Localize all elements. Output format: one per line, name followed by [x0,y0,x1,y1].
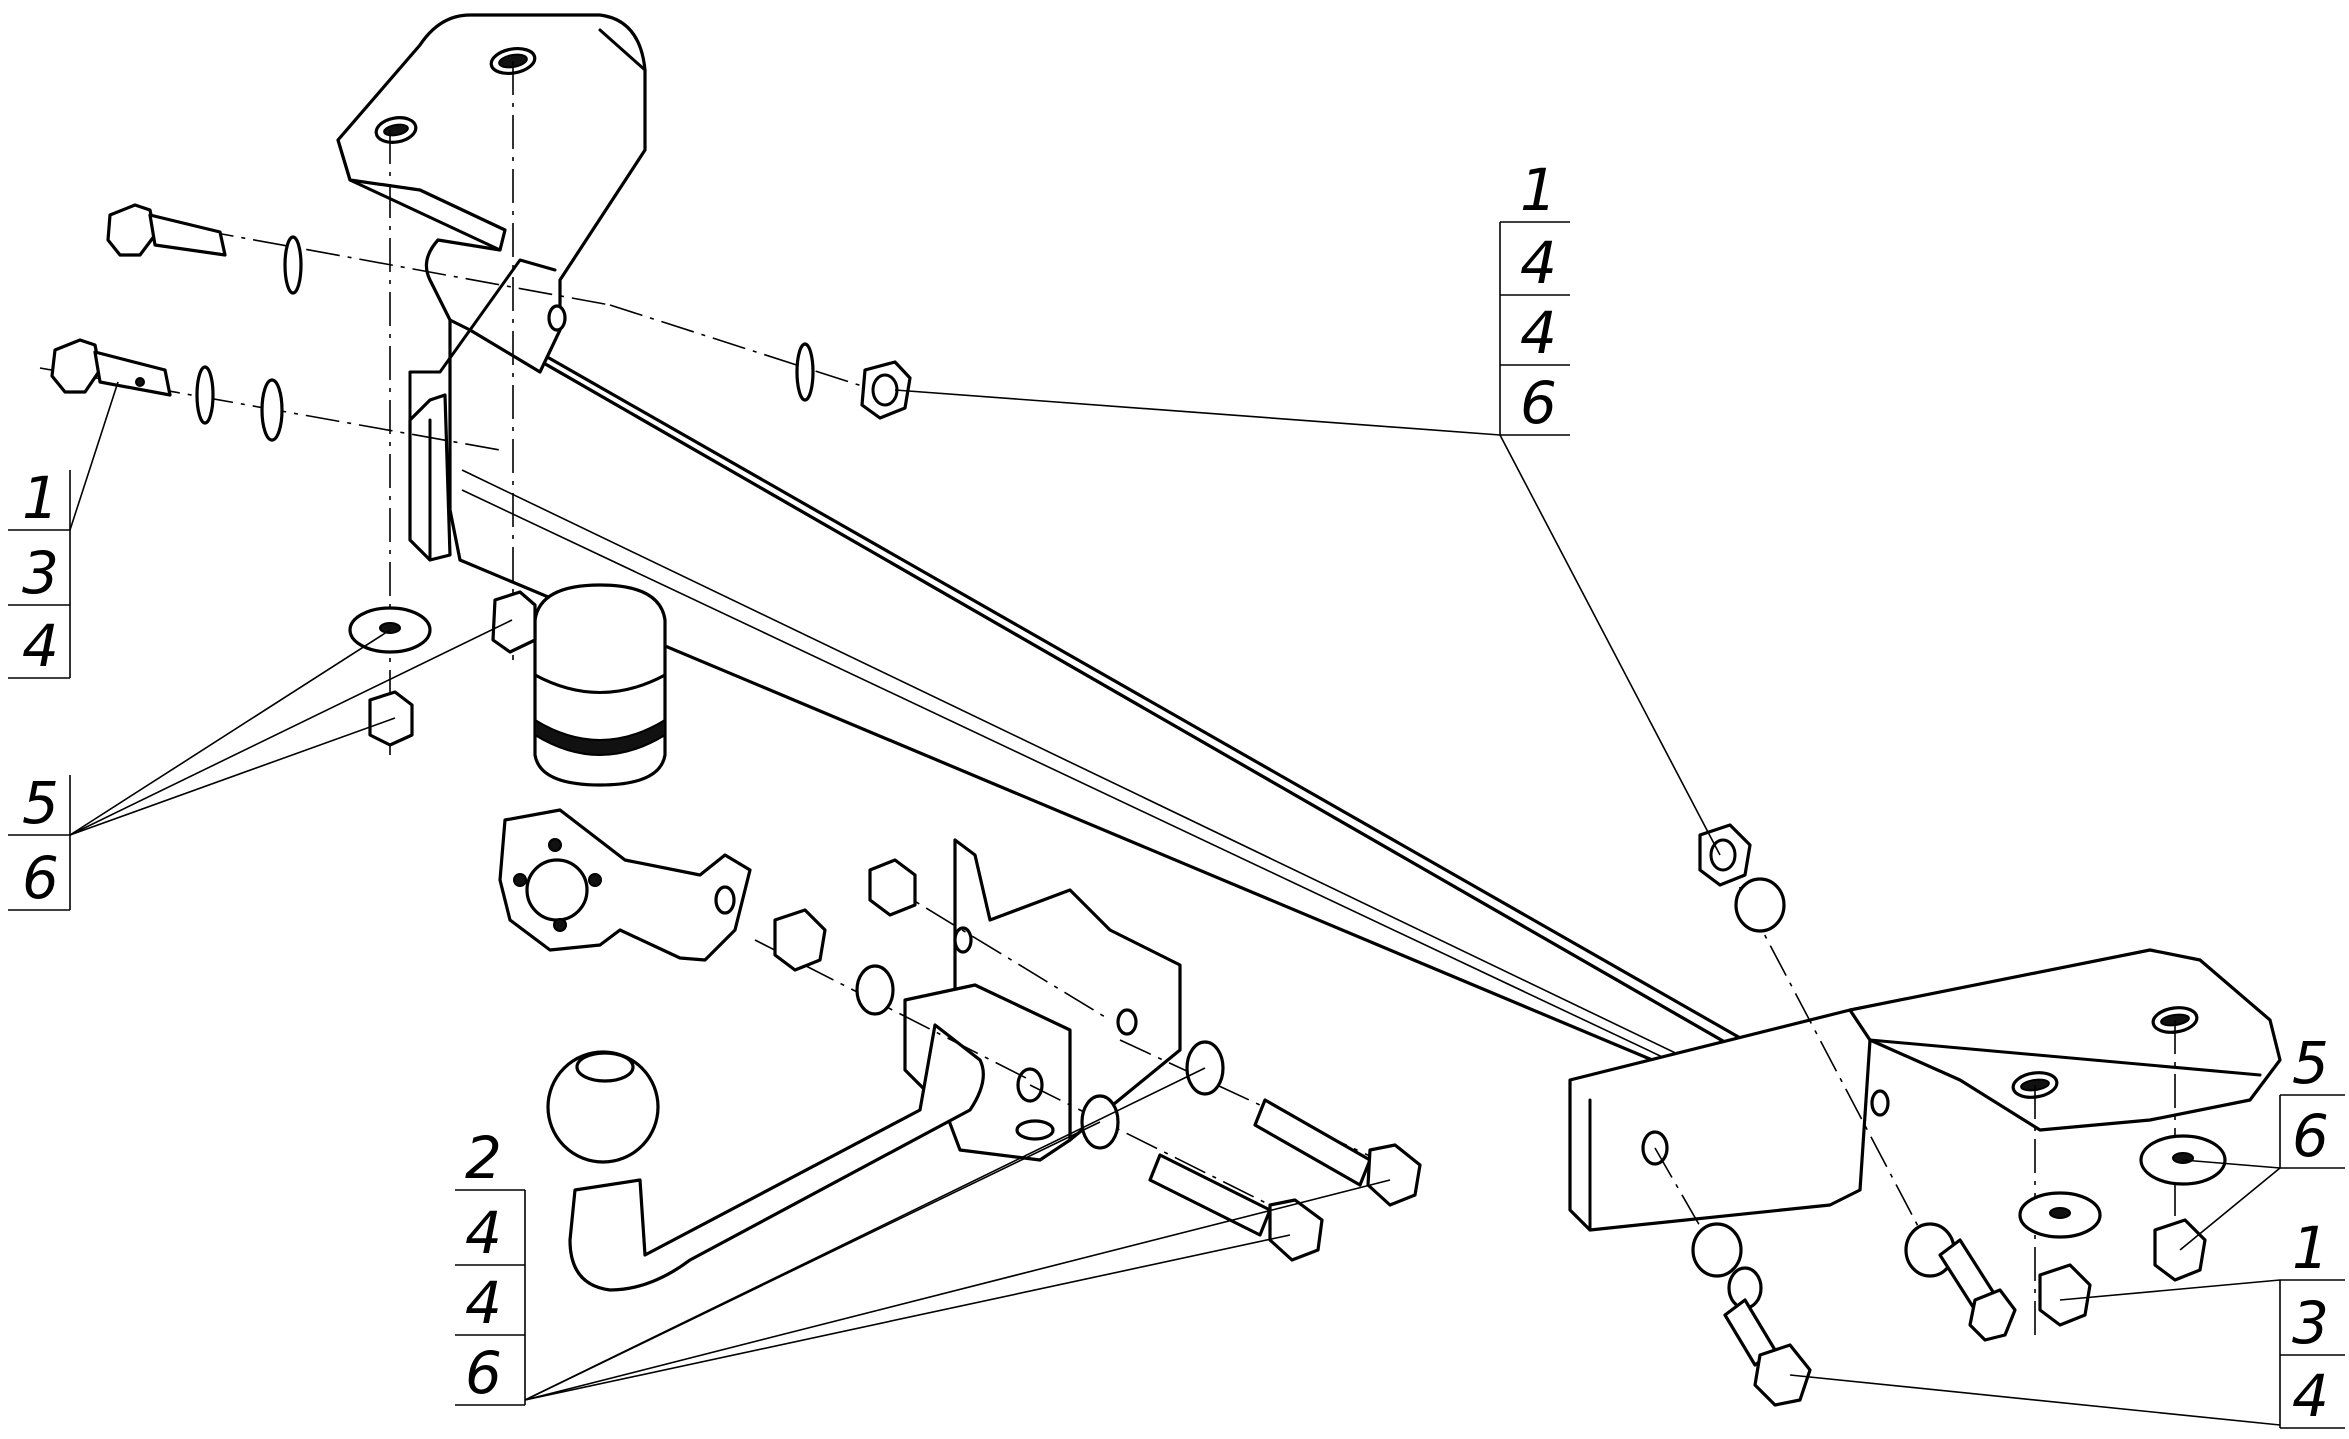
callout-number: 6 [465,1339,502,1407]
callout-ball-bolts: 2 4 4 6 [455,1124,526,1407]
nut-hitch-lower [773,908,827,972]
callout-top-right: 1 4 4 6 [1499,156,1570,437]
nut-hitch-upper [868,858,917,917]
callout-number: 2 [465,1124,502,1192]
callout-number: 6 [1520,369,1557,437]
spring-washer [795,342,815,402]
electric-socket-plate [498,808,752,962]
bolt-hitch-lower [1148,1153,1324,1262]
right-mounting-bracket [1568,948,2282,1232]
nut-left-lower [368,690,414,747]
callout-number: 6 [22,844,59,912]
flat-washer [1734,877,1786,933]
callout-number: 4 [22,612,59,680]
callout-right-bolt: 1 3 4 [2279,1214,2345,1430]
callout-number: 5 [22,769,59,837]
bolt-lower-left [50,338,172,397]
nut-left-upper [491,590,537,654]
callout-number: 5 [2292,1029,2329,1097]
callout-left-washers: 5 6 [8,769,71,912]
callout-right-washer: 5 6 [2279,1029,2345,1170]
spring-washer [260,378,284,442]
callout-left-bolt: 1 3 4 [8,464,71,680]
callout-number: 4 [465,1269,502,1337]
callout-number: 6 [2292,1102,2329,1170]
spring-washer [283,235,303,295]
callout-number: 1 [1520,156,1557,224]
left-mounting-bracket [336,13,647,562]
ball-cover-cap [533,583,667,787]
bolt-upper-left [106,203,227,257]
bolt-hitch-upper [1253,1098,1422,1207]
spring-washer [195,365,215,425]
flat-washer [1691,1222,1743,1278]
nut-right-bracket [2038,1263,2092,1327]
callout-number: 4 [1520,229,1557,297]
callout-number: 4 [2292,1362,2329,1430]
flat-washer [855,964,895,1016]
hitch-socket-bracket [903,838,1182,1162]
callout-number: 1 [22,464,59,532]
callout-number: 3 [22,539,59,607]
callout-number: 3 [2292,1289,2329,1357]
bolt-right-bracket [1938,1238,2017,1342]
bolt-right-lower [1723,1298,1812,1407]
nut-right-upper [1698,823,1752,887]
fasteners [50,203,2227,1407]
tow-ball-neck [546,1023,985,1292]
callout-leader-lines [69,381,2281,1426]
callout-number: 4 [465,1199,502,1267]
callout-number: 1 [2292,1214,2329,1282]
callout-number: 4 [1520,299,1557,367]
